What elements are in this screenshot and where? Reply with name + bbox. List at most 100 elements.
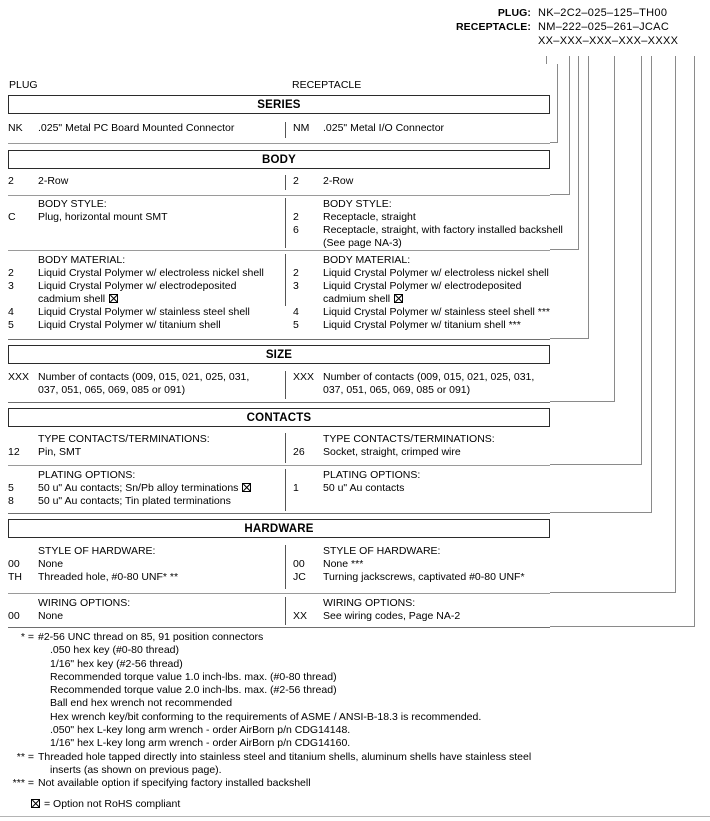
rule-after-plating [8, 513, 550, 514]
option-code: TH [8, 570, 22, 583]
receptacle-part-number-row: RECEPTACLE: NM–222–025–261–JCAC [435, 20, 702, 34]
option-line: 4 Liquid Crystal Polymer w/ stainless st… [293, 306, 593, 319]
option-text: Receptacle, straight [323, 210, 416, 223]
section-body-contacts-type: TYPE CONTACTS/TERMINATIONS: 12 Pin, SMT … [8, 433, 550, 465]
option-line: C Plug, horizontal mount SMT [8, 211, 277, 224]
leader-v-contacts-plating [651, 64, 652, 513]
bodystyle-plug-options: BODY STYLE: C Plug, horizontal mount SMT [8, 198, 277, 224]
option-code: 5 [8, 481, 14, 494]
footnote-text: Recommended torque value 2.0 inch-lbs. m… [50, 684, 337, 697]
section-body-size: XXX Number of contacts (009, 015, 021, 0… [8, 371, 550, 401]
group-heading: TYPE CONTACTS/TERMINATIONS: [323, 433, 495, 445]
section-header-contacts: CONTACTS [8, 408, 550, 427]
leader-v-size [614, 64, 615, 402]
plating-plug-options: PLATING OPTIONS: 5 50 u" Au contacts; Sn… [8, 469, 277, 508]
option-text: cadmium shell [323, 292, 391, 305]
footnote: inserts (as shown on previous page). [8, 764, 608, 777]
option-line: 5 50 u" Au contacts; Sn/Pb alloy termina… [8, 482, 277, 495]
column-caption-receptacle: RECEPTACLE [292, 79, 362, 91]
option-code: 2 [8, 266, 14, 279]
option-line: XXX Number of contacts (009, 015, 021, 0… [293, 371, 593, 384]
plating-column-divider [285, 469, 286, 511]
hardwarestyle-column-divider [285, 545, 286, 589]
option-line: NM .025" Metal I/O Connector [293, 122, 593, 135]
option-text: cadmium shell [38, 292, 106, 305]
rule-after-bodyrow [8, 195, 550, 196]
bodymaterial-plug-options: BODY MATERIAL: 2 Liquid Crystal Polymer … [8, 254, 277, 332]
option-text: .025" Metal PC Board Mounted Connector [38, 122, 235, 134]
option-code: 3 [8, 279, 14, 292]
option-line: 3 Liquid Crystal Polymer w/ electrodepos… [8, 280, 277, 293]
section-body-series: NK .025" Metal PC Board Mounted Connecto… [8, 122, 550, 140]
tick-hardware-wiring [694, 56, 695, 64]
column-caption-plug: PLUG [9, 79, 38, 91]
group-heading: PLATING OPTIONS: [38, 469, 136, 481]
option-code: 00 [293, 557, 305, 570]
leader-v-body-rows [569, 64, 570, 195]
hardwarestyle-receptacle-options: STYLE OF HARDWARE: 00 None *** JC Turnin… [293, 545, 593, 584]
option-line: 00 None [8, 558, 277, 571]
footnote: Ball end hex wrench not recommended [8, 697, 608, 710]
section-header-hardware: HARDWARE [8, 519, 550, 538]
option-text: Turning jackscrews, captivated #0-80 UNF… [323, 570, 525, 583]
footnote: * = #2-56 UNC thread on 85, 91 position … [8, 631, 608, 644]
receptacle-label: RECEPTACLE: [456, 21, 531, 33]
option-code: 26 [293, 445, 305, 458]
bodymaterial-column-divider [285, 254, 286, 306]
rule-after-wiring [8, 627, 550, 628]
option-text: Liquid Crystal Polymer w/ titanium shell… [323, 318, 521, 331]
option-code: C [8, 210, 16, 223]
bodystyle-column-divider [285, 198, 286, 248]
section-body-hardware-style: STYLE OF HARDWARE: 00 None TH Threaded h… [8, 545, 550, 591]
option-code: 2 [293, 266, 299, 279]
contacttype-column-divider [285, 433, 286, 463]
option-text: See wiring codes, Page NA-2 [323, 609, 461, 622]
option-text: Plug, horizontal mount SMT [38, 210, 168, 223]
leader-h-hardware-style [550, 592, 676, 593]
option-line: XXX Number of contacts (009, 015, 021, 0… [8, 371, 277, 384]
option-line: 2 2-Row [8, 175, 277, 188]
footnote: Recommended torque value 2.0 inch-lbs. m… [8, 684, 608, 697]
bodyrow-receptacle-options: 2 2-Row [293, 175, 593, 188]
part-number-mask: XX–XXX–XXX–XXX–XXXX [538, 35, 679, 47]
option-line: XX See wiring codes, Page NA-2 [293, 610, 593, 623]
option-line: 2 Liquid Crystal Polymer w/ electroless … [293, 267, 593, 280]
rule-after-hardwarestyle [8, 593, 550, 594]
group-heading: STYLE OF HARDWARE: [38, 545, 156, 557]
page-bottom-rule [0, 816, 710, 817]
rohs-legend-text: = Option not RoHS compliant [44, 798, 181, 810]
option-code: 00 [8, 609, 20, 622]
footnote-text: Not available option if specifying facto… [38, 777, 311, 790]
leader-h-body-rows [550, 194, 570, 195]
option-code: 8 [8, 494, 14, 507]
option-line: 6 Receptacle, straight, with factory ins… [293, 224, 593, 237]
rohs-legend: = Option not RoHS compliant [30, 798, 180, 810]
tick-hardware-style [675, 56, 676, 64]
section-header-size: SIZE [8, 345, 550, 364]
option-continuation: 037, 051, 065, 069, 085 or 091) [323, 384, 471, 396]
leader-v-series [557, 64, 558, 143]
series-receptacle-options: NM .025" Metal I/O Connector [293, 122, 593, 135]
option-text: Number of contacts (009, 015, 021, 025, … [323, 371, 535, 383]
option-code: JC [293, 570, 306, 583]
footnote: *** = Not available option if specifying… [8, 777, 608, 790]
option-text: Liquid Crystal Polymer w/ electroless ni… [323, 266, 549, 279]
option-line: NK .025" Metal PC Board Mounted Connecto… [8, 122, 277, 135]
leader-h-wiring [550, 626, 695, 627]
bodymaterial-receptacle-options: BODY MATERIAL: 2 Liquid Crystal Polymer … [293, 254, 593, 332]
option-text: Threaded hole, #0-80 UNF* ** [38, 570, 179, 583]
option-text: 50 u" Au contacts [323, 481, 405, 494]
option-code: 6 [293, 223, 299, 236]
option-continuation: cadmium shell [293, 293, 593, 306]
option-code: 5 [293, 318, 299, 331]
option-code: 4 [8, 305, 14, 318]
bodystyle-receptacle-options: BODY STYLE: 2 Receptacle, straight 6 Rec… [293, 198, 593, 250]
group-heading: PLATING OPTIONS: [323, 469, 421, 481]
section-body-material: BODY MATERIAL: 2 Liquid Crystal Polymer … [8, 254, 550, 338]
leader-v-wiring [694, 64, 695, 627]
footnote-text: Hex wrench key/bit conforming to the req… [50, 710, 482, 723]
footnote-text: Recommended torque value 1.0 inch-lbs. m… [50, 670, 337, 683]
option-code: XXX [293, 371, 315, 383]
footnote-text: Threaded hole tapped directly into stain… [38, 750, 532, 763]
